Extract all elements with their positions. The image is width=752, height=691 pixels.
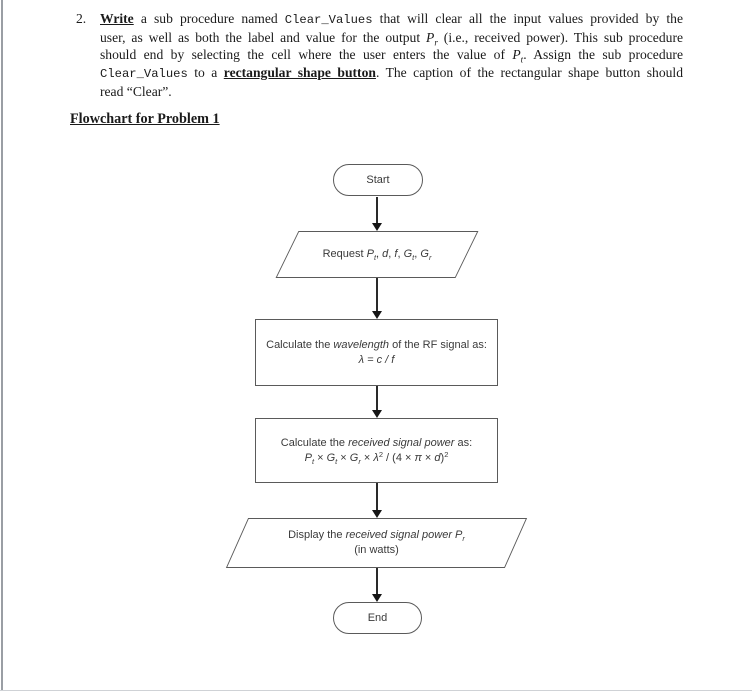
instruction-paragraph: Write a sub procedure named Clear_Values… [100, 10, 683, 100]
io-display-parallelogram: Display the received signal power Pr (in… [225, 518, 528, 568]
subscript-r: r [434, 37, 438, 48]
text: Calculate the [280, 436, 349, 449]
arrow-wavelength-to-power [376, 386, 378, 410]
display-line1: Display the received signal power Pr [288, 528, 465, 543]
variable-subscript: t [521, 55, 524, 65]
times: × [337, 451, 350, 464]
arrowhead-down-icon [371, 223, 382, 231]
process-calc-power: Calculate the received signal power as: … [255, 418, 498, 483]
wavelength-term: wavelength [333, 338, 390, 351]
var-g: G [349, 451, 359, 464]
paragraph-line-3: should end by selecting the cell where t… [100, 46, 683, 65]
paragraph-text: (i.e., received power). This sub procedu… [437, 30, 683, 46]
times: × [360, 451, 374, 464]
end-label: End [367, 612, 388, 624]
subscript-t: t [520, 55, 524, 66]
power-formula: Pt × Gt × Gr × λ2 / (4 × π × d)2 [304, 449, 449, 466]
var-p: P [304, 451, 312, 464]
subscript-t: t [311, 456, 315, 466]
paragraph-text: read “Clear”. [100, 83, 172, 99]
list-number: 2. [76, 11, 87, 26]
subscript-r: r [428, 253, 432, 262]
rect-button-emphasis: rectangular shape button [223, 64, 376, 80]
io-request-parallelogram: Request Pt, d, f, Gt, Gr [275, 231, 479, 278]
calc-wavelength-line1: Calculate the wavelength of the RF signa… [266, 338, 487, 353]
arrowhead-down-icon [371, 510, 382, 518]
arrowhead-down-icon [371, 594, 382, 602]
flowchart-heading: Flowchart for Problem 1 [70, 111, 220, 127]
paragraph-line-4: Clear_Values to a rectangular shape butt… [100, 64, 683, 83]
text: Display the [288, 529, 346, 541]
variable-gr: G [420, 248, 429, 260]
close-paren: ) [440, 451, 445, 464]
request-label: Request Pt, d, f, Gt, Gr [323, 247, 432, 262]
code-clear-values: Clear_Values [284, 13, 373, 27]
times: × [421, 451, 435, 464]
paragraph-line-5: read “Clear”. [100, 83, 683, 100]
paragraph-text: a sub procedure named [133, 11, 285, 26]
divide-open: / (4 × [383, 451, 415, 464]
var-pi: π [414, 451, 422, 464]
wavelength-formula: λ = c / f [358, 353, 395, 366]
superscript-2: 2 [444, 449, 449, 459]
variable-gt: G [403, 248, 413, 260]
subscript-t: t [335, 456, 338, 466]
arrow-power-to-display [376, 483, 378, 510]
subscript-r: r [462, 534, 465, 543]
text: Calculate the [266, 338, 334, 351]
text: as: [454, 436, 473, 449]
var-lambda: λ [373, 451, 379, 464]
arrowhead-down-icon [371, 311, 382, 319]
arrow-request-to-wavelength [376, 278, 378, 311]
received-power-term: received signal power [348, 436, 455, 449]
paragraph-text: . The caption of the rectangular shape b… [375, 64, 683, 80]
problem-statement: 2. Write a sub procedure named Clear_Val… [76, 10, 684, 100]
arrowhead-down-icon [371, 410, 382, 418]
code-clear-values: Clear_Values [100, 66, 188, 81]
superscript-2: 2 [378, 449, 383, 459]
paragraph-line-2: user, as well as both the label and valu… [100, 29, 683, 48]
variable-subscript: r [434, 38, 438, 48]
end-terminator: End [333, 602, 422, 634]
paragraph-text: to a [187, 64, 224, 80]
start-label: Start [366, 174, 390, 186]
display-line2: (in watts) [354, 544, 399, 556]
paragraph-text: user, as well as both the label and valu… [100, 30, 427, 46]
io-display-content: Display the received signal power Pr (in… [238, 519, 515, 567]
paragraph-text: . Assign the sub procedure [523, 47, 683, 63]
variable-p: P [426, 30, 435, 46]
write-emphasis: Write [100, 11, 134, 26]
text: of the RF signal as: [389, 338, 487, 351]
times: × [314, 451, 327, 464]
var-g: G [326, 451, 336, 464]
variable-pt: P [366, 248, 374, 260]
process-calc-wavelength: Calculate the wavelength of the RF signa… [255, 319, 498, 386]
paragraph-text: that will clear all the input values pro… [372, 11, 683, 26]
arrow-display-to-end [376, 568, 378, 594]
paragraph-text: should end by selecting the cell where t… [100, 47, 513, 63]
arrow-start-to-request [376, 197, 378, 223]
calc-power-line1: Calculate the received signal power as: [281, 436, 472, 451]
var-d: d [434, 451, 441, 464]
variable-p: P [512, 47, 521, 63]
start-terminator: Start [333, 164, 423, 196]
request-text: Request [322, 248, 367, 260]
paragraph-line-1: Write a sub procedure named Clear_Values… [100, 10, 683, 29]
subscript-r: r [358, 456, 361, 466]
io-request-content: Request Pt, d, f, Gt, Gr [288, 232, 466, 277]
received-power-term: received signal power P [345, 529, 463, 541]
